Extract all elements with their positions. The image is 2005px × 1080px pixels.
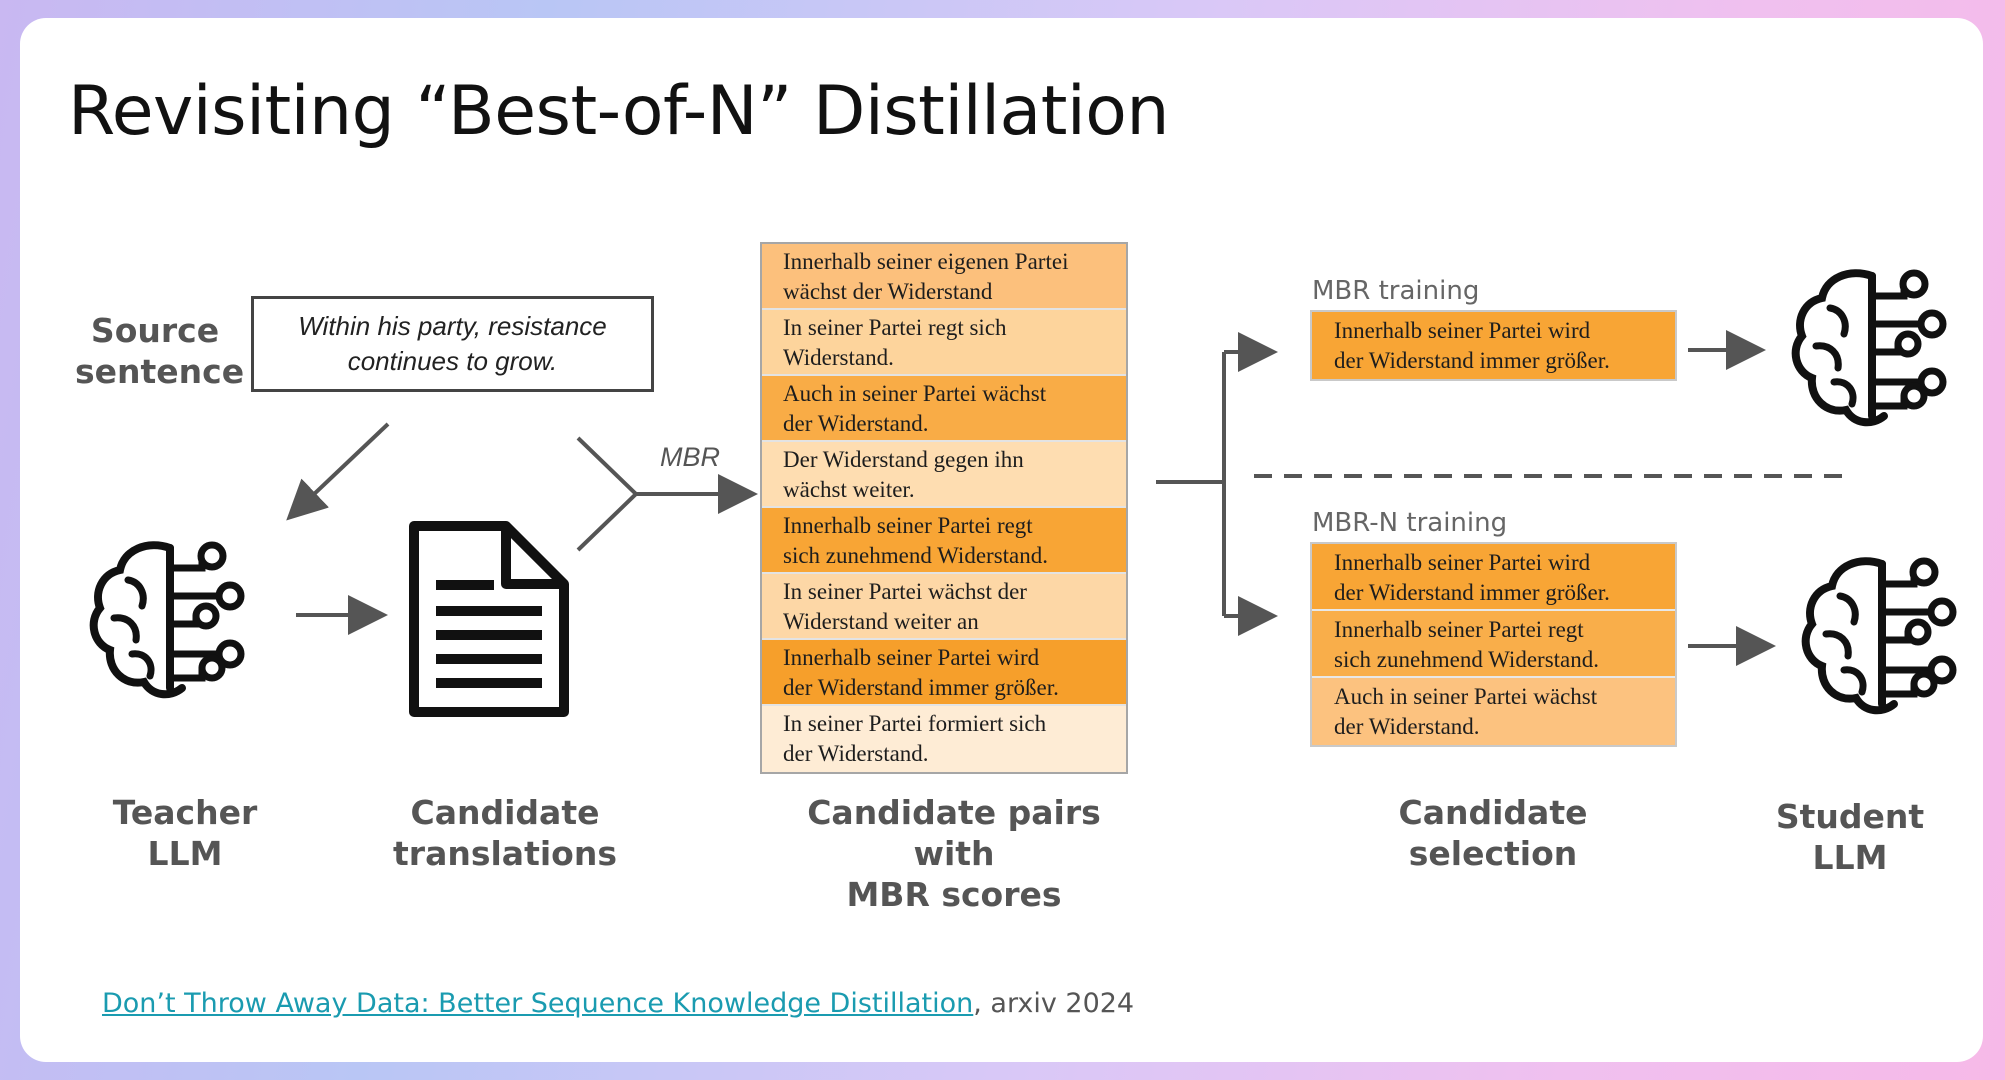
mbr-arrow-label: MBR	[660, 442, 720, 472]
candidate-row: Auch in seiner Partei wächst der Widersta…	[762, 376, 1126, 442]
brain-circuit-icon	[1806, 561, 1953, 710]
candidate-text-line-2: der Widerstand.	[783, 411, 929, 436]
brain-circuit-icon	[94, 545, 241, 694]
candidate-text-line-1: In seiner Partei wächst der	[783, 579, 1027, 604]
source-sentence-box: Within his party, resistance continues t…	[251, 296, 654, 392]
candidate-text-line-1: Der Widerstand gegen ihn	[783, 447, 1024, 472]
slide-title: Revisiting “Best-of-N” Distillation	[68, 72, 1169, 151]
student-label-line2: LLM	[1812, 838, 1888, 877]
arrow-source-to-teacher	[286, 422, 390, 521]
candidate-row: Innerhalb seiner Partei regt sich zunehme…	[1312, 611, 1675, 678]
mbr-training-box: Innerhalb seiner Partei wird der Widersta…	[1310, 310, 1677, 381]
candidate-text-line-2: sich zunehmend Widerstand.	[1334, 647, 1599, 672]
candidate-text-line-2: der Widerstand immer größer.	[1334, 348, 1610, 373]
mbrn-training-heading: MBR-N training	[1312, 508, 1508, 538]
candidate-text-line-2: sich zunehmend Widerstand.	[783, 543, 1048, 568]
candidate-text-line-2: der Widerstand immer größer.	[1334, 580, 1610, 605]
mbr-training-heading: MBR training	[1312, 276, 1480, 306]
merge-bracket	[576, 436, 639, 552]
candidate-text-line-2: Widerstand.	[783, 345, 894, 370]
candidate-translations-label: Candidate translations	[380, 792, 630, 874]
candidate-row: Der Widerstand gegen ihn wächst weiter.	[762, 442, 1126, 508]
candidate-pairs-label: Candidate pairs with MBR scores	[764, 792, 1144, 915]
candidate-text-line-2: Widerstand weiter an	[783, 609, 979, 634]
student-llm-label: Student LLM	[1760, 796, 1940, 878]
candidate-text-line-2: der Widerstand immer größer.	[783, 675, 1059, 700]
selection-label-line1: Candidate	[1398, 793, 1588, 832]
candidate-text-line-1: In seiner Partei regt sich	[783, 315, 1007, 340]
candidate-text-line-1: Innerhalb seiner Partei wird	[783, 645, 1040, 670]
candidate-text-line-1: Innerhalb seiner Partei wird	[1334, 550, 1591, 575]
student-label-line1: Student	[1775, 797, 1925, 836]
pairs-label-line2: MBR scores	[846, 875, 1062, 914]
paper-link[interactable]: Don’t Throw Away Data: Better Sequence K…	[102, 988, 974, 1019]
candidate-text-line-1: Innerhalb seiner Partei regt	[1334, 617, 1584, 642]
mbrn-training-box: Innerhalb seiner Partei wird der Widersta…	[1310, 542, 1677, 747]
candidate-text-line-2: wächst weiter.	[783, 477, 915, 502]
candidate-text-line-1: Innerhalb seiner eigenen Partei	[783, 249, 1069, 274]
slide-card: Revisiting “Best-of-N” Distillation Sour…	[20, 18, 1983, 1062]
source-label: Source sentence	[75, 310, 245, 392]
candidate-text-line-1: In seiner Partei formiert sich	[783, 711, 1047, 736]
cand-trans-label-line1: Candidate	[410, 793, 600, 832]
brain-circuit-icon	[1796, 273, 1943, 422]
source-label-line1: Source	[90, 311, 220, 350]
cand-trans-label-line2: translations	[393, 834, 617, 873]
candidate-text-line-2: der Widerstand.	[1334, 714, 1480, 739]
citation-footer: Don’t Throw Away Data: Better Sequence K…	[102, 988, 1134, 1019]
candidate-row: Innerhalb seiner Partei wird der Widersta…	[762, 640, 1126, 706]
candidate-text-line-1: Auch in seiner Partei wächst	[783, 381, 1047, 406]
source-sentence-text: Within his party, resistance continues t…	[298, 311, 607, 376]
diagram-graphics	[20, 18, 1983, 717]
source-label-line2: sentence	[75, 352, 245, 391]
candidate-text-line-1: Auch in seiner Partei wächst	[1334, 684, 1598, 709]
teacher-label-line2: LLM	[147, 834, 223, 873]
candidate-row: Innerhalb seiner eigenen Partei wächst de…	[762, 244, 1126, 310]
candidate-text-line-1: Innerhalb seiner Partei regt	[783, 513, 1033, 538]
candidate-pairs-table: Innerhalb seiner eigenen Partei wächst de…	[760, 242, 1128, 774]
candidate-row: In seiner Partei formiert sich der Widers…	[762, 706, 1126, 772]
selection-label-line2: selection	[1408, 834, 1578, 873]
candidate-text-line-1: Innerhalb seiner Partei wird	[1334, 318, 1591, 343]
document-icon	[409, 521, 569, 717]
candidate-row: Innerhalb seiner Partei regt sich zunehme…	[762, 508, 1126, 574]
candidate-row: Innerhalb seiner Partei wird der Widersta…	[1312, 544, 1675, 611]
candidate-text-line-2: der Widerstand.	[783, 741, 929, 766]
pairs-label-line1: Candidate pairs with	[807, 793, 1101, 873]
candidate-text-line-2: wächst der Widerstand	[783, 279, 993, 304]
candidate-selection-label: Candidate selection	[1368, 792, 1618, 874]
candidate-row: Auch in seiner Partei wächst der Widersta…	[1312, 678, 1675, 745]
citation-suffix: , arxiv 2024	[973, 988, 1135, 1019]
teacher-label-line1: Teacher	[112, 793, 258, 832]
candidate-row: Innerhalb seiner Partei wird der Widersta…	[1312, 312, 1675, 379]
teacher-llm-label: Teacher LLM	[75, 792, 295, 874]
